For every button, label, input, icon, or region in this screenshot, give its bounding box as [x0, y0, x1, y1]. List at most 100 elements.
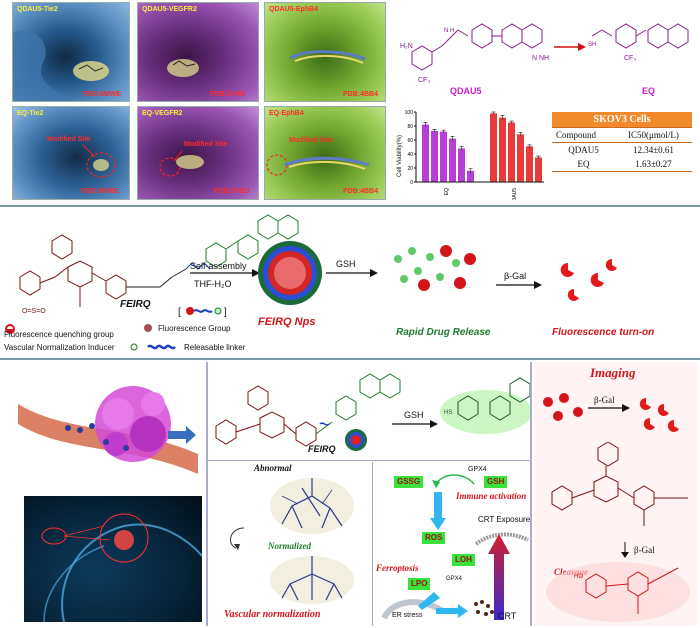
- eq-glow: [440, 390, 530, 434]
- bar: [490, 113, 497, 182]
- y-axis-label: Cell Viability(%): [397, 135, 403, 177]
- bar: [458, 148, 465, 182]
- error-bar: [500, 115, 505, 120]
- normalized-label: Normalized: [268, 541, 312, 551]
- ros-arrow-icon: [430, 492, 446, 530]
- membrane-icon: [474, 532, 529, 546]
- loh-box: LOH: [452, 554, 475, 566]
- solvent-label: THF-H₂O: [194, 279, 232, 289]
- hs-label: HS: [444, 410, 452, 416]
- docking-panel-eq-vegfr2: EQ-VEGFR2 Modified Site PDB:3VSD: [137, 106, 259, 200]
- qdau5-structure: [411, 23, 543, 71]
- so3-label: O=S=O: [22, 308, 46, 315]
- abnormal-vessel-icon: [270, 478, 354, 534]
- linker-icon: [147, 344, 176, 350]
- sample-quench-icon: [186, 307, 194, 315]
- feirq-molecule: [19, 234, 127, 307]
- bar: [499, 117, 506, 182]
- error-bar: [432, 129, 437, 133]
- error-bar: [459, 145, 464, 151]
- er-stress-label: ER stress: [392, 612, 423, 619]
- bgal-label: β-Gal: [504, 271, 526, 281]
- imaging-panel: Imaging β-Gal β-Gal Cleavage: [534, 362, 698, 626]
- divider: [0, 205, 700, 207]
- cf3-label-eq: CF₃: [624, 55, 636, 62]
- imaging-bgal-label: β-Gal: [594, 395, 615, 405]
- sample-linker-icon: [193, 309, 213, 313]
- self-assembly-label: Self-assembly: [190, 261, 247, 271]
- error-bar: [423, 122, 428, 127]
- bar: [440, 131, 447, 182]
- chart-axes: [415, 112, 544, 183]
- gsh-box: GSH: [484, 476, 508, 488]
- feirq-assembly-scheme: O=S=O FEIRQ Fluorescence quenching group…: [4, 214, 654, 352]
- arrow-head-icon: [534, 281, 542, 289]
- quench-notch-icon: [7, 326, 13, 329]
- y-tick-label: 40: [407, 152, 413, 158]
- pdb-label: PDB:6MWE: [81, 188, 120, 195]
- modified-site-label: Modified Site: [289, 137, 333, 144]
- docking-title: QDAU5-Tie2: [17, 6, 58, 13]
- cycle-arrow-icon: [229, 527, 245, 550]
- cleavage-arrow: [621, 542, 629, 558]
- gpx4-label: GPX4: [468, 466, 487, 473]
- feirq-label-bottom: FEIRQ: [308, 444, 336, 454]
- pdb-label: PDB:4BB4: [343, 91, 379, 98]
- vascular-panel: Abnormal Normalized Vascular normalizati…: [208, 462, 372, 626]
- crt-dots-icon: [474, 600, 494, 616]
- ferroptosis-pathway: GPX4 GSSG GSH Immune activation ROS CRT …: [374, 462, 530, 626]
- bar: [526, 146, 533, 182]
- right-arrow-icon: [168, 426, 196, 444]
- feirq-label: FEIRQ: [120, 299, 151, 310]
- legend-vni: Vascular Normalization Inducer: [4, 343, 115, 352]
- modified-site-label: Modified Site: [184, 141, 228, 148]
- arrow-head-icon: [622, 404, 630, 412]
- y-tick-label: 80: [407, 124, 413, 130]
- immune-label: Immune activation: [456, 491, 527, 501]
- x-group-label: EQ: [444, 188, 450, 195]
- docking-panel-qdau5-ephb4: QDAU5-EphB4 PDB:4BB4: [264, 2, 386, 102]
- error-bar: [441, 129, 446, 133]
- structure-conversion: H₂N CF₃ N H N NH SH CF₃ QDAU5 EQ: [400, 23, 689, 96]
- docking-panel-eq-ephb4: EQ-EphB4 Modified Site PDB:4BB4: [264, 106, 386, 200]
- vni-segment: [205, 214, 299, 268]
- table-cell: EQ: [577, 159, 590, 169]
- gsh-label: GSH: [336, 259, 356, 269]
- rapid-release-label: Rapid Drug Release: [396, 327, 491, 338]
- pdb-label: PDB:3VSD: [214, 188, 250, 195]
- imaging-bgal-label-2: β-Gal: [634, 545, 655, 555]
- ros-box: ROS: [422, 532, 446, 544]
- released-spheres: [394, 245, 476, 291]
- arrow-head-icon: [252, 269, 260, 277]
- y-tick-label: 100: [405, 110, 414, 116]
- bar: [535, 157, 542, 182]
- tumor-vessel-illustration: [8, 364, 204, 488]
- y-tick-label: 60: [407, 138, 413, 144]
- pdb-label: PDB:3VHE: [210, 91, 246, 98]
- divider: [208, 460, 530, 461]
- ic50-table: SKOV3 Cells Compound IC50(μmol/L) QDAU5 …: [552, 112, 692, 172]
- nh2-label: H₂N: [400, 43, 413, 50]
- error-bar: [527, 144, 532, 148]
- divider: [206, 362, 208, 626]
- sample-vni-icon: [214, 307, 222, 315]
- y-tick-label: 20: [407, 166, 413, 172]
- table-title: SKOV3 Cells: [552, 112, 692, 127]
- table-header-compound: Compound: [556, 130, 597, 140]
- pdb-label: PDB:6MWE: [83, 91, 122, 98]
- docking-title: EQ-VEGFR2: [142, 110, 183, 117]
- error-bar: [468, 168, 473, 173]
- docking-title: EQ-EphB4: [269, 110, 304, 117]
- vascular-normalization-label: Vascular normalization: [224, 609, 321, 620]
- divider: [530, 362, 532, 626]
- bracket-right: ]: [224, 307, 227, 318]
- docking-panel-qdau5-vegfr2: QDAU5-VEGFR2 PDB:3VHE: [137, 2, 259, 102]
- table-header-ic50: IC50(μmol/L): [628, 130, 679, 140]
- docking-panel-eq-tie2: EQ-Tie2 Modified Site PDB:6MWE: [12, 106, 130, 200]
- legend-quench: Fluorescence quenching group: [4, 330, 114, 339]
- divider: [0, 358, 700, 360]
- docking-title: QDAU5-EphB4: [269, 6, 319, 13]
- nps-label: FEIRQ Nps: [258, 316, 315, 328]
